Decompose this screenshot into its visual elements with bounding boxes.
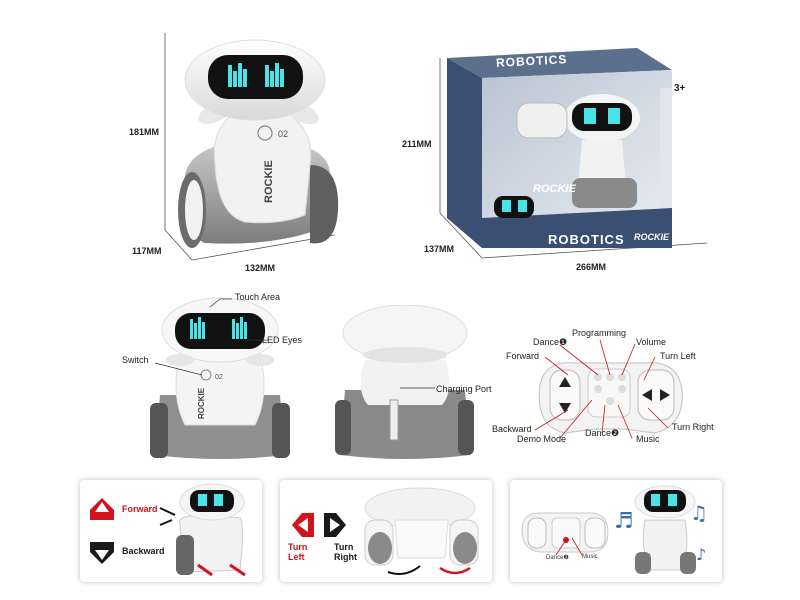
robot-back-view: [335, 305, 474, 459]
panel2-turn-right-label: Turn Right: [334, 542, 357, 562]
panel1-backward-label: Backward: [122, 546, 165, 556]
right-wheel: [310, 165, 339, 244]
led-eyes: [228, 63, 284, 87]
box-height-label: 211MM: [402, 139, 432, 149]
red-motion-arrow: [197, 563, 213, 577]
box-logo: ROCKIE: [533, 183, 576, 195]
robot-dimension-view: 02 ROCKIE: [164, 33, 339, 261]
remote-music-label: Music: [636, 434, 660, 444]
music-note-icon-3: ♪: [696, 545, 706, 564]
remote-control: [538, 362, 683, 434]
panel3-music-label: Music: [582, 554, 598, 560]
depth-dimension-line: [164, 229, 193, 261]
robot-depth-label: 117MM: [132, 246, 162, 256]
box-width-label: 266MM: [576, 262, 607, 272]
panel-forward-backward: Forward Backward: [80, 480, 262, 582]
power-switch-icon: [257, 125, 273, 141]
charging-port-callout: Charging Port: [436, 384, 492, 394]
robot-height-label: 181MM: [129, 127, 160, 137]
remote-volume-label: Volume: [636, 337, 667, 347]
package-box: [439, 48, 708, 259]
right-rotate-arrow: [439, 566, 471, 575]
model-number: 02: [278, 129, 288, 139]
panel2-turn-left-label: Turn Left: [288, 542, 308, 562]
model-text: ROCKIE: [263, 160, 275, 203]
box-front-logo: ROCKIE: [634, 232, 670, 242]
remote-demo-mode-label: Demo Mode: [517, 434, 567, 444]
remote-dance2-label: Dance❷: [585, 428, 620, 438]
forward-arrow-icon: [559, 377, 571, 387]
remote-programming-label: Programming: [572, 328, 627, 338]
robot-width-label: 132MM: [245, 263, 276, 273]
panel-turn-left-right: Turn Left Turn Right: [280, 480, 492, 582]
remote-forward-label: Forward: [506, 351, 540, 361]
svg-text:02: 02: [215, 374, 223, 381]
switch-callout: Switch: [122, 355, 149, 365]
touch-area-callout: Touch Area: [235, 292, 281, 302]
right-arrow-icon: [660, 389, 670, 401]
music-note-icon: ♬: [614, 509, 634, 534]
music-note-icon-2: ♫: [690, 501, 708, 525]
left-arrow-icon: [642, 389, 652, 401]
led-eyes-callout: LED Eyes: [262, 335, 303, 345]
robot-body: [213, 109, 312, 224]
box-front-title: ROBOTICS: [548, 232, 625, 247]
forward-motion-arrow: [159, 507, 176, 516]
panel1-forward-label: Forward: [122, 504, 158, 514]
face-screen: [208, 55, 303, 99]
svg-text:ROCKIE: ROCKIE: [197, 387, 206, 419]
box-side-title: ROBOTICS: [423, 150, 440, 243]
remote-backward-label: Backward: [492, 424, 532, 434]
panel3-dance2-label: Dance❷: [546, 555, 569, 561]
remote-turn-right-label: Turn Right: [672, 422, 714, 432]
box-top: [447, 48, 672, 78]
box-depth-label: 137MM: [424, 244, 455, 254]
age-badge: 3+: [674, 83, 686, 94]
remote-dance1-label: Dance❶: [533, 337, 568, 347]
robot-front-view: ROCKIE 02: [150, 297, 290, 459]
backward-arrow-icon: [559, 403, 571, 413]
left-rotate-arrow: [387, 565, 421, 575]
box-side: [447, 58, 482, 248]
panel-dance-music: ♬ ♫ ♪ Dance❷ Music: [510, 480, 722, 582]
remote-turn-left-label: Turn Left: [660, 351, 696, 361]
left-wheel-cap: [185, 180, 203, 240]
